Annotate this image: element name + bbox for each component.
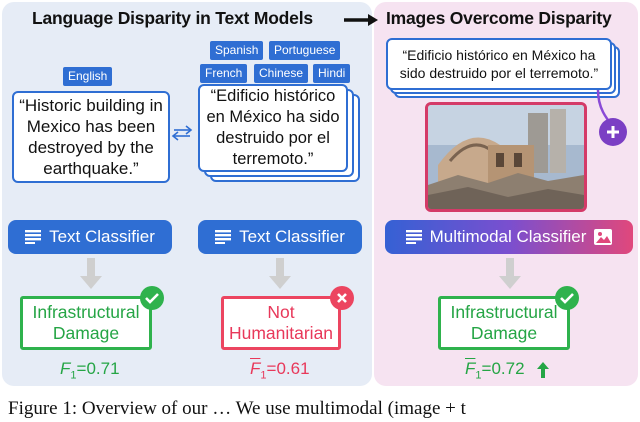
swap-arrows-icon	[171, 125, 193, 141]
figure-caption: Figure 1: Overview of our … We use multi…	[8, 398, 466, 419]
earthquake-image	[425, 102, 587, 212]
score-right-value: =0.72	[481, 359, 525, 378]
spanish-text-card-small: “Edificio histórico en México ha sido de…	[386, 38, 612, 90]
multimodal-classifier-label: Multimodal Classifier	[429, 227, 587, 246]
left-title: Language Disparity in Text Models	[32, 8, 313, 28]
lines-icon	[25, 230, 42, 244]
lines-icon	[215, 230, 232, 244]
english-tag: English	[63, 67, 113, 86]
lang-tag-french: French	[200, 64, 248, 83]
english-text-card: “Historic building in Mexico has been de…	[12, 91, 170, 183]
text-classifier-middle-label: Text Classifier	[239, 227, 345, 246]
multimodal-classifier: Multimodal Classifier	[385, 220, 633, 254]
result-right: Infrastructural Damage	[438, 296, 570, 350]
cross-icon	[330, 286, 354, 310]
check-icon	[555, 286, 579, 310]
plus-icon	[599, 118, 627, 146]
spanish-text-small: “Edificio histórico en México ha sido de…	[399, 47, 599, 81]
down-arrow-middle	[269, 258, 291, 289]
score-left-label: F	[60, 359, 71, 378]
lang-tag-hindi: Hindi	[313, 64, 351, 83]
score-right-sub: 1	[475, 369, 482, 382]
score-right-label: F	[465, 359, 476, 378]
text-classifier-left-label: Text Classifier	[49, 227, 155, 246]
title-arrow-icon	[344, 14, 378, 26]
check-icon	[140, 286, 164, 310]
lang-tag-portuguese: Portuguese	[269, 41, 341, 60]
score-middle-sub: 1	[260, 369, 267, 382]
score-right: F1=0.72	[465, 359, 525, 381]
english-text: “Historic building in Mexico has been de…	[19, 96, 163, 178]
image-icon	[594, 229, 613, 245]
spanish-text-card: “Edificio histórico en México ha sido de…	[198, 84, 348, 172]
result-middle-text: Not Humanitarian	[228, 302, 334, 343]
lang-tag-spanish: Spanish	[210, 41, 264, 60]
right-title: Images Overcome Disparity	[386, 8, 612, 28]
up-arrow-icon	[537, 362, 549, 378]
text-classifier-left: Text Classifier	[8, 220, 172, 254]
lang-tag-chinese: Chinese	[254, 64, 309, 83]
result-left: Infrastructural Damage	[20, 296, 152, 350]
text-classifier-middle: Text Classifier	[198, 220, 362, 254]
score-middle-label: F	[250, 359, 261, 378]
score-middle: F1=0.61	[250, 359, 310, 381]
spanish-text: “Edificio histórico en México ha sido de…	[206, 87, 340, 168]
lines-icon	[405, 230, 422, 244]
result-right-text: Infrastructural Damage	[450, 302, 558, 343]
score-middle-value: =0.61	[266, 359, 310, 378]
result-left-text: Infrastructural Damage	[32, 302, 140, 343]
score-left-sub: 1	[70, 369, 77, 382]
score-left: F1=0.71	[60, 359, 120, 381]
down-arrow-right	[499, 258, 521, 289]
result-middle: Not Humanitarian	[221, 296, 341, 350]
down-arrow-left	[80, 258, 102, 289]
score-left-value: =0.71	[76, 359, 120, 378]
